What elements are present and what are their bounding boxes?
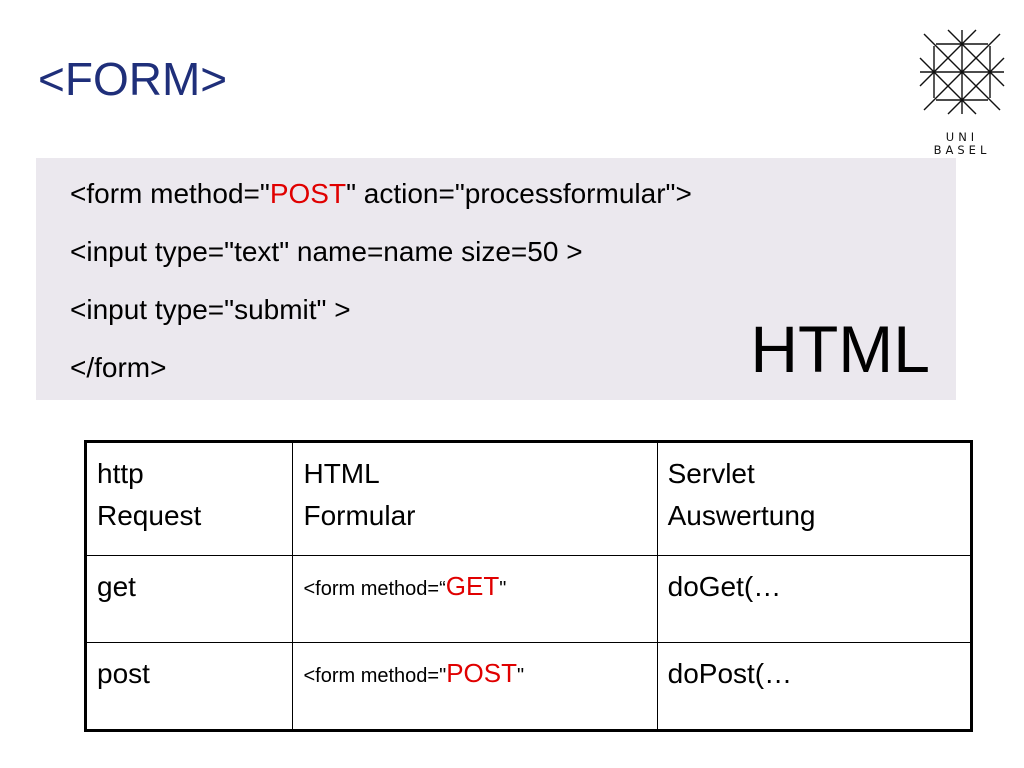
code-line-form-open: <form method="POST" action="processformu… [70,178,692,209]
table-cell-request: post [84,642,294,731]
uni-basel-logo: UNI BASEL [914,28,1010,158]
code-line-form-close: </form> [70,352,167,383]
table-cell-servlet: doGet(… [656,555,973,643]
html-label: HTML [750,312,930,386]
logo-text-basel: BASEL [933,143,991,157]
table-cell-servlet: doPost(… [656,642,973,731]
code-line-input-submit: <input type="submit" > [70,294,351,325]
slide-title: <FORM> [38,53,228,105]
table-row: post <form method="POST" doPost(… [84,642,973,731]
code-line-input-text: <input type="text" name=name size=50 > [70,236,583,267]
uni-basel-emblem-icon [919,29,1005,115]
table-cell-form: <form method="POST" [292,642,658,731]
method-post-highlight: POST [269,178,347,209]
table-cell-request: get [84,555,294,643]
table-row: get <form method=“GET" doGet(… [84,555,973,643]
table-cell-form: <form method=“GET" [292,555,658,643]
logo-text-uni: UNI [945,130,979,144]
code-example-box: <form method="POST" action="processformu… [36,158,956,400]
